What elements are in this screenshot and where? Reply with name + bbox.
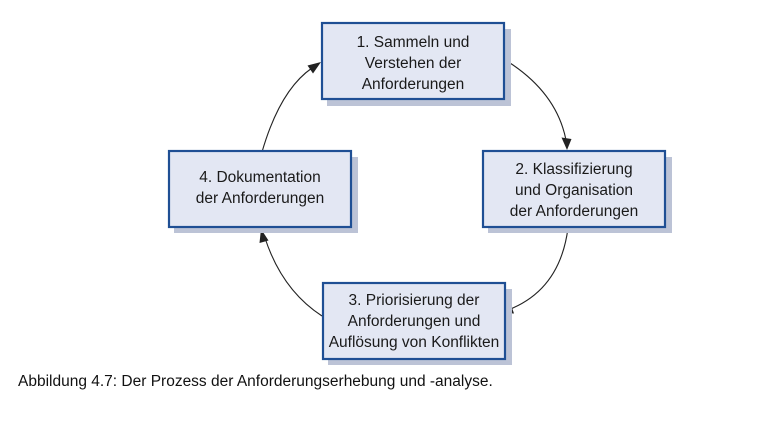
- node-step-3-line-1: 3. Priorisierung der: [349, 292, 480, 309]
- node-step-4-box: [167, 149, 353, 229]
- arrow-step1-to-step2: [501, 57, 567, 141]
- node-step-2-line-3: der Anforderungen: [510, 203, 638, 220]
- arrow-step4-to-step1: [261, 67, 313, 153]
- node-step-3-line-3: Auflösung von Konflikten: [329, 334, 500, 351]
- arrow-step3-to-step4: [264, 237, 323, 317]
- node-step-4-line-2: der Anforderungen: [196, 190, 324, 207]
- node-step-4: 4. Dokumentation der Anforderungen: [167, 149, 358, 233]
- arrowhead-step2: [561, 137, 572, 150]
- figure-caption: Abbildung 4.7: Der Prozess der Anforderu…: [18, 373, 493, 390]
- node-step-2: 2. Klassifizierung und Organisation der …: [481, 149, 672, 233]
- node-step-2-line-2: und Organisation: [515, 182, 633, 199]
- node-step-1-box: [320, 21, 506, 101]
- node-step-4-line-1: 4. Dokumentation: [199, 169, 321, 186]
- arrowhead-step1: [307, 62, 321, 74]
- node-step-3-box: [321, 281, 507, 361]
- node-step-1-line-2: Verstehen der: [365, 55, 462, 72]
- node-step-2-box: [481, 149, 667, 229]
- node-step-3: 3. Priorisierung der Anforderungen und A…: [321, 281, 512, 365]
- node-step-2-line-1: 2. Klassifizierung: [515, 161, 632, 178]
- node-step-1: 1. Sammeln und Verstehen der Anforderung…: [320, 21, 511, 106]
- node-step-3-line-2: Anforderungen und: [348, 313, 481, 330]
- cycle-arrows: [259, 57, 572, 317]
- node-step-1-line-3: Anforderungen: [362, 76, 465, 93]
- arrow-step2-to-step3: [507, 227, 569, 311]
- node-step-1-line-1: 1. Sammeln und: [357, 34, 470, 51]
